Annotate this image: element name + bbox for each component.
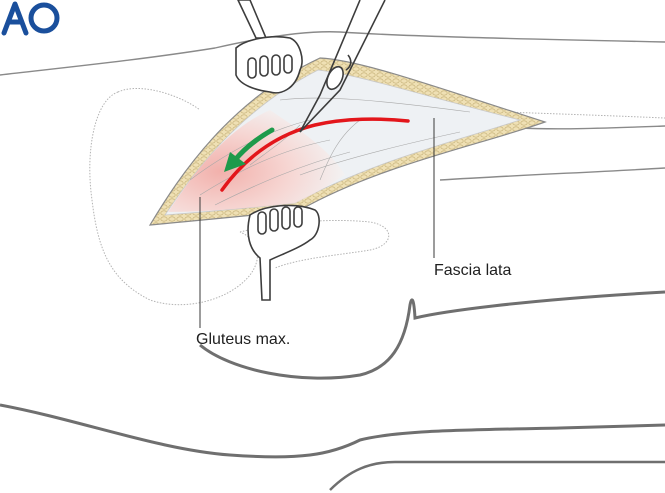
label-gluteus-max: Gluteus max. xyxy=(196,331,291,348)
ao-logo: AO xyxy=(1,1,60,36)
knee-contour xyxy=(0,403,665,459)
pelvis-dotted-outline xyxy=(89,88,665,306)
thigh-lower-contour xyxy=(439,167,665,181)
surgical-scissors-icon xyxy=(299,0,386,133)
rake-retractor-icon xyxy=(247,204,320,301)
leg-lower-contour xyxy=(329,460,665,491)
thigh-upper-contour xyxy=(519,125,665,130)
back-contour xyxy=(0,31,665,76)
label-fascia-lata: Fascia lata xyxy=(434,262,512,279)
rake-retractor-icon xyxy=(235,0,303,94)
direction-arrow-icon xyxy=(224,127,275,172)
buttock-contour xyxy=(199,290,665,380)
gluteus-muscle-area xyxy=(168,110,345,212)
body-outline xyxy=(0,31,665,491)
label-leaders xyxy=(199,118,435,328)
